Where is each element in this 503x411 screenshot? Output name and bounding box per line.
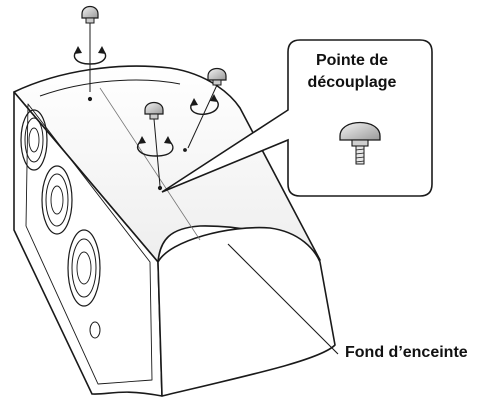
- driver-bottom: [67, 229, 101, 307]
- spike-label: Pointe de découplage: [290, 50, 414, 94]
- spike-icon: [81, 5, 99, 92]
- driver-middle: [41, 165, 73, 235]
- rotation-arrow-icon: [137, 136, 174, 157]
- cabinet-back-label: Fond d’enceinte: [345, 344, 468, 361]
- spike-detail-icon: [339, 122, 381, 165]
- speaker-cabinet: [13, 65, 336, 397]
- spike-label-line1: Pointe de: [315, 52, 388, 69]
- spike-icon: [187, 67, 227, 149]
- rotation-arrow-icon: [190, 94, 219, 116]
- spike-icon: [144, 101, 164, 187]
- leader-line: [227, 243, 339, 355]
- driver-top: [20, 109, 48, 171]
- port-icon: [89, 321, 101, 339]
- rotation-arrow-icon: [73, 46, 107, 65]
- spike-label-line2: découplage: [307, 74, 397, 91]
